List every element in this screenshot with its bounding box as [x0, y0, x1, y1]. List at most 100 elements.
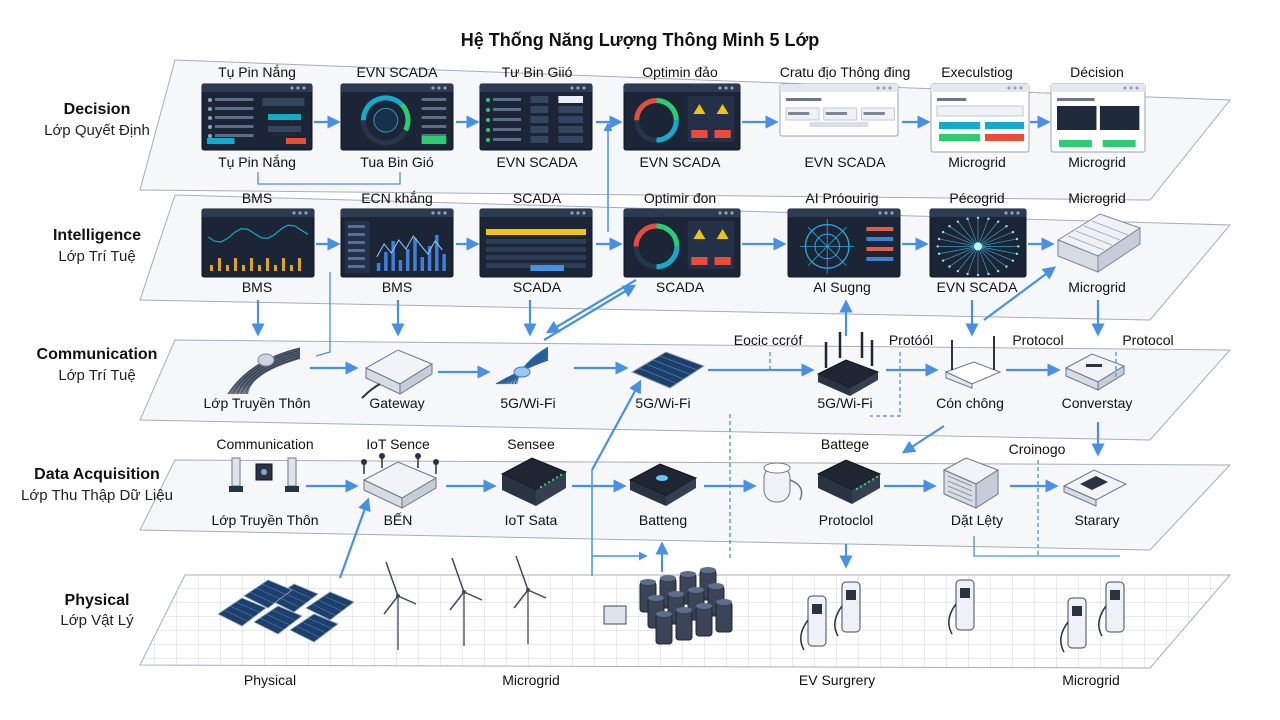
decision-bottom-label: EVN SCADA — [639, 154, 721, 170]
elbow-connector — [315, 272, 331, 357]
converter-device — [1064, 353, 1126, 391]
layer-subtitle-decision: Lớp Quyết Định — [44, 122, 150, 139]
comm-bottom-label: 5G/Wi-Fi — [817, 395, 873, 411]
wind-turbines-device — [383, 555, 547, 650]
intel-bottom-label: BMS — [381, 279, 413, 295]
intel-bottom-label: Microgrid — [1068, 279, 1126, 295]
fiber-bundle-device — [495, 346, 549, 385]
phys-bottom-label: Physical — [243, 672, 297, 688]
acq-top-label: IoT Sence — [366, 436, 430, 452]
intel-top-label: Optimir đon — [643, 190, 717, 206]
intel-bottom-label: SCADA — [512, 279, 562, 295]
battery-module-device — [628, 463, 698, 506]
dashed-connector — [870, 352, 901, 417]
layer-title-physical: Physical — [64, 592, 130, 609]
comm-bottom-label: Lớp Truyền Thôn — [203, 395, 311, 411]
elbow-connector — [973, 536, 1120, 557]
decision-top-label: Tư Bin Giió — [501, 64, 573, 80]
acq-bottom-label: IoT Sata — [504, 512, 558, 528]
phys-bottom-label: Microgrid — [502, 672, 560, 688]
intel-top-label: AI Próouirig — [805, 190, 879, 206]
comm-bottom-label: 5G/Wi-Fi — [635, 395, 691, 411]
diagram-title: Hệ Thống Năng Lượng Thông Minh 5 Lớp — [460, 30, 820, 50]
decision-top-label: Décision — [1070, 64, 1124, 80]
comm-top-label: Protóól — [888, 332, 934, 348]
decision-bottom-label: EVN SCADA — [804, 154, 886, 170]
comm-top-label: Eocic ccróf — [733, 332, 803, 348]
plane-communication — [139, 339, 1232, 441]
intel-top-label: BMS — [241, 190, 273, 206]
dashboard-panel — [929, 208, 1027, 278]
acq-bottom-label: Batteng — [638, 512, 688, 528]
comm-bottom-label: 5G/Wi-Fi — [500, 395, 556, 411]
intel-top-label: Microgrid — [1068, 190, 1126, 206]
layer-title-intelligence: Intelligence — [52, 227, 142, 244]
acq-top-label: Communication — [216, 436, 314, 452]
layer-subtitle-physical: Lớp Vật Lý — [60, 612, 134, 629]
comm-bottom-label: Gateway — [369, 395, 425, 411]
storage-tank-device — [763, 462, 803, 503]
intel-bottom-label: BMS — [241, 279, 273, 295]
decision-bottom-label: Microgrid — [948, 154, 1006, 170]
decision-top-label: EVN SCADA — [356, 64, 438, 80]
dashboard-panel — [340, 208, 454, 278]
layer-subtitle-acquisition: Lớp Thu Thập Dữ Liệu — [21, 487, 173, 504]
iot-hub-device — [361, 453, 439, 509]
protocol-switch-device — [816, 459, 882, 504]
solar-array-device — [217, 579, 355, 643]
acq-bottom-label: Protoclol — [818, 512, 874, 528]
diagonal-arrow — [338, 497, 371, 579]
dashboard-panel — [930, 83, 1030, 153]
dashboard-panel — [623, 83, 741, 151]
intel-top-label: SCADA — [512, 190, 562, 206]
iot-gateway-device — [500, 457, 568, 506]
acq-bottom-label: Starary — [1074, 512, 1120, 528]
data-server-device — [942, 457, 1000, 509]
decision-bottom-label: Tụ Pin Nắng — [218, 154, 296, 170]
acq-top-label: Sensee — [507, 436, 555, 452]
diagonal-arrow — [545, 279, 637, 334]
decision-top-label: Cratu địo Thông đing — [779, 64, 911, 80]
dashboard-panel — [787, 208, 901, 278]
acq-top-label: Croinogo — [1008, 441, 1066, 457]
decision-top-label: Optimin đảo — [642, 64, 718, 80]
router-device — [816, 332, 880, 396]
phys-bottom-label: EV Surgrery — [798, 672, 876, 688]
intel-top-label: ECN khắng — [361, 190, 433, 206]
decision-top-label: Execulstiog — [941, 64, 1013, 80]
layer-title-decision: Decision — [63, 101, 131, 118]
access-point-device — [944, 336, 1002, 389]
layer-title-communication: Communication — [36, 346, 158, 363]
microgrid-server-device — [1056, 213, 1142, 273]
decision-bottom-label: Tua Bin Gió — [360, 154, 434, 170]
sensor-probes-device — [229, 457, 299, 492]
dashboard-panel — [623, 208, 741, 278]
ev-chargers-device — [800, 579, 1125, 653]
decision-bottom-label: EVN SCADA — [496, 154, 578, 170]
dashboard-panel — [340, 83, 454, 151]
fiber-bundle-device — [227, 347, 301, 395]
battery-cells-device — [603, 567, 733, 645]
diagonal-arrow — [983, 266, 1057, 321]
decision-top-label: Tụ Pin Nắng — [218, 64, 296, 80]
comm-top-label: Protocol — [1122, 332, 1174, 348]
bracket-connector — [257, 172, 401, 185]
dashboard-panel — [779, 83, 899, 137]
storage-array-device — [1062, 469, 1128, 507]
decision-bottom-label: Microgrid — [1068, 154, 1126, 170]
acq-bottom-label: BẾN — [383, 512, 413, 528]
solar-panel-module — [630, 351, 706, 389]
dashboard-panel — [1050, 83, 1146, 153]
dashboard-panel — [201, 83, 313, 151]
dashboard-panel — [479, 83, 593, 151]
diagonal-arrow — [901, 425, 945, 454]
layer-subtitle-intelligence: Lớp Trí Tuệ — [58, 248, 136, 265]
phys-bottom-label: Microgrid — [1062, 672, 1120, 688]
acq-bottom-label: Lớp Truyền Thôn — [211, 512, 319, 528]
comm-bottom-label: Cón chông — [936, 395, 1004, 411]
layer-title-acquisition: Data Acquisition — [34, 466, 160, 483]
dashboard-panel — [479, 208, 593, 278]
intel-bottom-label: AI Sugng — [813, 279, 871, 295]
